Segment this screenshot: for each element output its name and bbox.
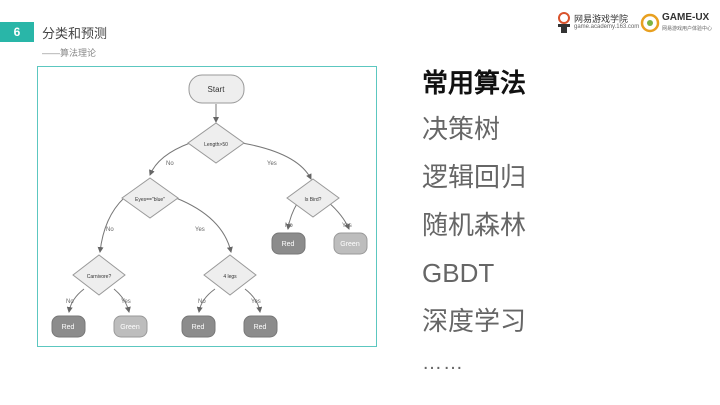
game-ux-logo-subtitle: 网易游戏用户体验中心: [662, 26, 713, 32]
root-decision-node: [187, 122, 245, 164]
carnivore-decision-node: [72, 254, 126, 296]
eyes-decision-label: Eyes=="blue": [135, 197, 165, 203]
root-yes-label: Yes: [267, 161, 277, 167]
legs-decision-node: [203, 254, 257, 296]
legs-no-leaf-label: Red: [192, 324, 205, 331]
eyes-no-label: No: [106, 227, 114, 233]
academy-logo-name: 网易游戏学院: [574, 14, 629, 24]
algorithm-item: 决策树: [422, 114, 501, 144]
bird-decision-label: Is Bird?: [305, 197, 322, 203]
game-ux-emblem-icon: [640, 13, 660, 33]
edge-legs-no: [196, 288, 216, 313]
academy-emblem-icon: [558, 12, 570, 33]
bird-no-label: No: [285, 223, 293, 229]
game-ux-logo-title: GAME-UX: [662, 12, 710, 23]
bird-yes-label: Yes: [342, 223, 352, 229]
edge-carn-yes: [113, 288, 131, 313]
algorithm-list-ellipsis: ……: [422, 352, 464, 374]
bird-decision-node: [286, 178, 340, 218]
legs-decision-label: 4 legs: [223, 274, 237, 280]
game-ux-logo: GAME-UX 网易游戏用户体验中心: [640, 10, 718, 36]
start-node: [188, 74, 245, 104]
carnivore-no-leaf-label: Red: [62, 324, 75, 331]
eyes-decision-node: [121, 177, 179, 219]
bird-no-leaf: [271, 232, 306, 255]
edge-eyes-yes: [175, 197, 233, 253]
carnivore-decision-label: Carnivore?: [87, 274, 112, 280]
root-decision-label: Length>50: [204, 142, 228, 148]
algorithm-item: 深度学习: [422, 306, 527, 336]
eyes-yes-label: Yes: [195, 227, 205, 233]
netease-academy-logo: 网易游戏学院 game.academy.163.com: [556, 10, 639, 36]
decision-tree-canvas: Start Length>50 No Yes Eyes=="blue" No Y…: [51, 74, 368, 338]
legs-yes-label: Yes: [251, 299, 261, 305]
legs-no-leaf: [181, 315, 216, 338]
carnivore-yes-label: Yes: [121, 299, 131, 305]
bird-no-leaf-label: Red: [282, 241, 295, 248]
edge-root-yes: [241, 142, 312, 180]
section-subtitle: ——算法理论: [42, 48, 97, 58]
legs-yes-leaf-label: Red: [254, 324, 267, 331]
edge-legs-yes: [244, 288, 263, 313]
bird-yes-leaf: [333, 232, 368, 255]
algorithm-list-heading: 常用算法: [422, 68, 527, 98]
algorithm-item: 逻辑回归: [422, 162, 527, 192]
carnivore-yes-leaf: [113, 315, 148, 338]
legs-yes-leaf: [243, 315, 278, 338]
legs-no-label: No: [198, 299, 206, 305]
bird-yes-leaf-label: Green: [340, 241, 360, 248]
carnivore-no-label: No: [66, 299, 74, 305]
academy-logo-url: game.academy.163.com: [574, 24, 640, 30]
root-no-label: No: [166, 161, 174, 167]
edge-eyes-no: [97, 197, 125, 253]
algorithm-item: GBDT: [422, 258, 495, 288]
section-title: 分类和预测: [42, 26, 108, 41]
algorithm-list: 常用算法 决策树 逻辑回归 随机森林 GBDT 深度学习 ……: [422, 66, 526, 375]
edge-carn-no: [66, 288, 85, 313]
edge-root-no: [149, 142, 191, 176]
start-label: Start: [208, 85, 226, 94]
carnivore-yes-leaf-label: Green: [120, 324, 140, 331]
slide-number-badge: 6: [0, 22, 34, 42]
algorithm-item: 随机森林: [422, 210, 527, 240]
decision-tree-diagram: Start Length>50 No Yes Eyes=="blue" No Y…: [37, 66, 377, 347]
carnivore-no-leaf: [51, 315, 86, 338]
